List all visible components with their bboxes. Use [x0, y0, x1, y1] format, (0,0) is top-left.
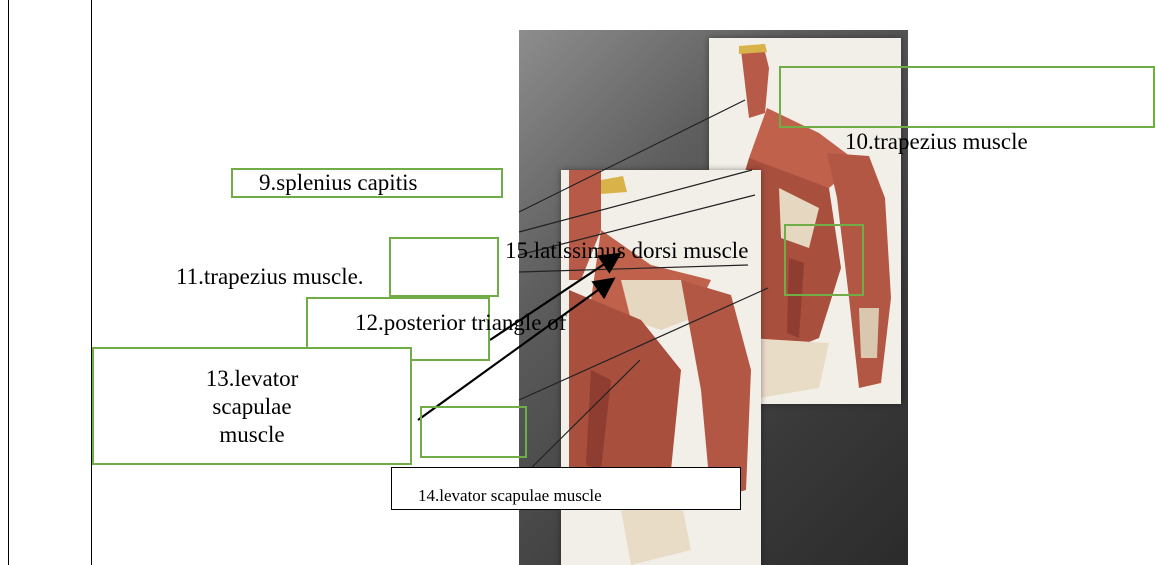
label-levator-scapulae-14: 14.levator scapulae muscle: [418, 486, 602, 506]
box-answer-15: [784, 224, 864, 296]
label-splenius-capitis: 9.splenius capitis: [259, 170, 417, 196]
label-levator-scapulae-line3: muscle: [94, 421, 410, 449]
box-answer-13: [420, 406, 527, 458]
label-posterior-triangle: 12.posterior triangle of: [355, 310, 566, 336]
label-latissimus-dorsi: 15.latlssimus dorsi muscle: [505, 238, 748, 264]
box-levator-scapulae: 13.levator scapulae muscle: [92, 347, 412, 465]
label-trapezius-muscle-11: 11.trapezius muscle.: [176, 264, 364, 290]
label-levator-scapulae-line2: scapulae: [94, 393, 410, 421]
label-levator-scapulae-line1: 13.levator: [94, 365, 410, 393]
box-levator-scapulae-14: 14.levator scapulae muscle: [391, 467, 741, 510]
box-trapezius-muscle: [779, 66, 1155, 128]
box-answer-11: [389, 237, 499, 297]
label-trapezius-muscle: 10.trapezius muscle: [845, 129, 1028, 155]
